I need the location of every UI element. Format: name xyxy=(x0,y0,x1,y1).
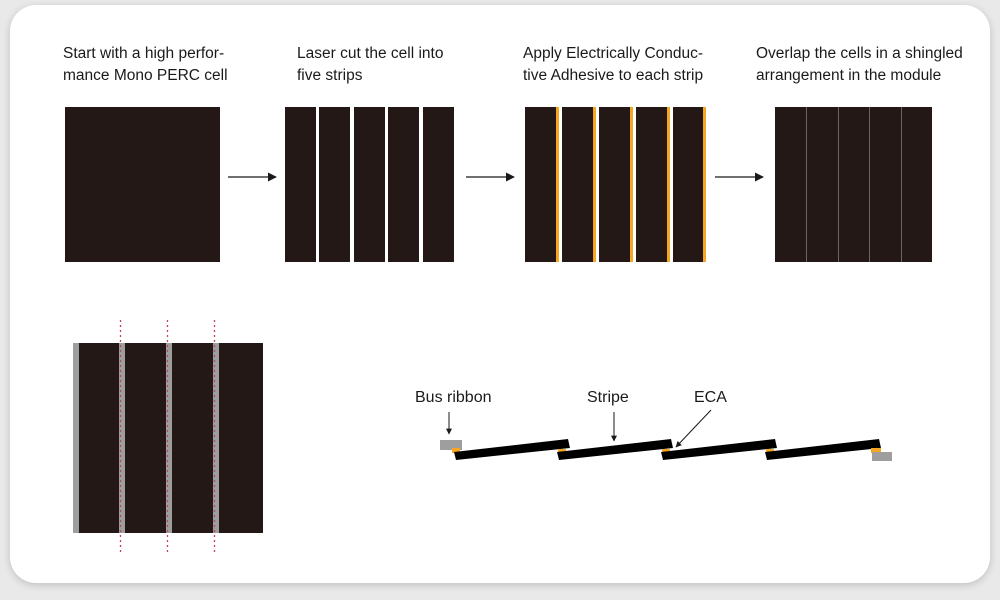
bus-ribbon-left xyxy=(440,440,462,450)
cut-gap xyxy=(213,343,219,533)
adhesive-strip xyxy=(562,107,594,262)
step-3-caption: Apply Electrically Conduc- tive Adhesive… xyxy=(523,45,704,84)
shingled-strip xyxy=(775,107,932,262)
cell-cut-detail xyxy=(73,320,263,552)
step-4-caption: Overlap the cells in a shingled arrangem… xyxy=(756,45,963,84)
shingled-module xyxy=(775,107,932,262)
bus-ribbon-right xyxy=(872,452,892,461)
eca-pointer xyxy=(675,409,712,448)
bus-ribbon-label: Bus ribbon xyxy=(415,389,492,406)
cut-strip xyxy=(354,107,385,262)
adhesive-strip xyxy=(599,107,631,262)
cut-gap xyxy=(166,343,172,533)
shingled-stripe xyxy=(557,439,673,460)
cut-gap xyxy=(119,343,125,533)
cut-strips-group xyxy=(285,107,454,262)
cut-strip xyxy=(388,107,419,262)
full-cell xyxy=(65,107,220,262)
eca-joint xyxy=(452,448,460,453)
shingled-stripe xyxy=(454,439,570,460)
eca-line xyxy=(556,107,559,262)
edge-busbar xyxy=(73,343,79,533)
cut-strip xyxy=(319,107,350,262)
eca-label: ECA xyxy=(694,389,727,406)
eca-joint xyxy=(871,448,881,453)
eca-line xyxy=(667,107,670,262)
cut-strip xyxy=(285,107,316,262)
adhesive-strip xyxy=(525,107,557,262)
stripe-label: Stripe xyxy=(587,389,629,406)
adhesive-strips-group xyxy=(525,107,706,262)
shingled-stripe xyxy=(765,439,881,460)
cut-strip xyxy=(423,107,454,262)
step-1-caption: Start with a high perfor- mance Mono PER… xyxy=(63,45,228,84)
eca-line xyxy=(630,107,633,262)
adhesive-strip xyxy=(673,107,705,262)
step-2-caption: Laser cut the cell into five strips xyxy=(297,45,444,84)
adhesive-strip xyxy=(636,107,668,262)
eca-line xyxy=(593,107,596,262)
shingled-stripe xyxy=(661,439,777,460)
shingled-cross-section: Bus ribbon Stripe ECA xyxy=(415,389,892,461)
eca-line xyxy=(703,107,706,262)
